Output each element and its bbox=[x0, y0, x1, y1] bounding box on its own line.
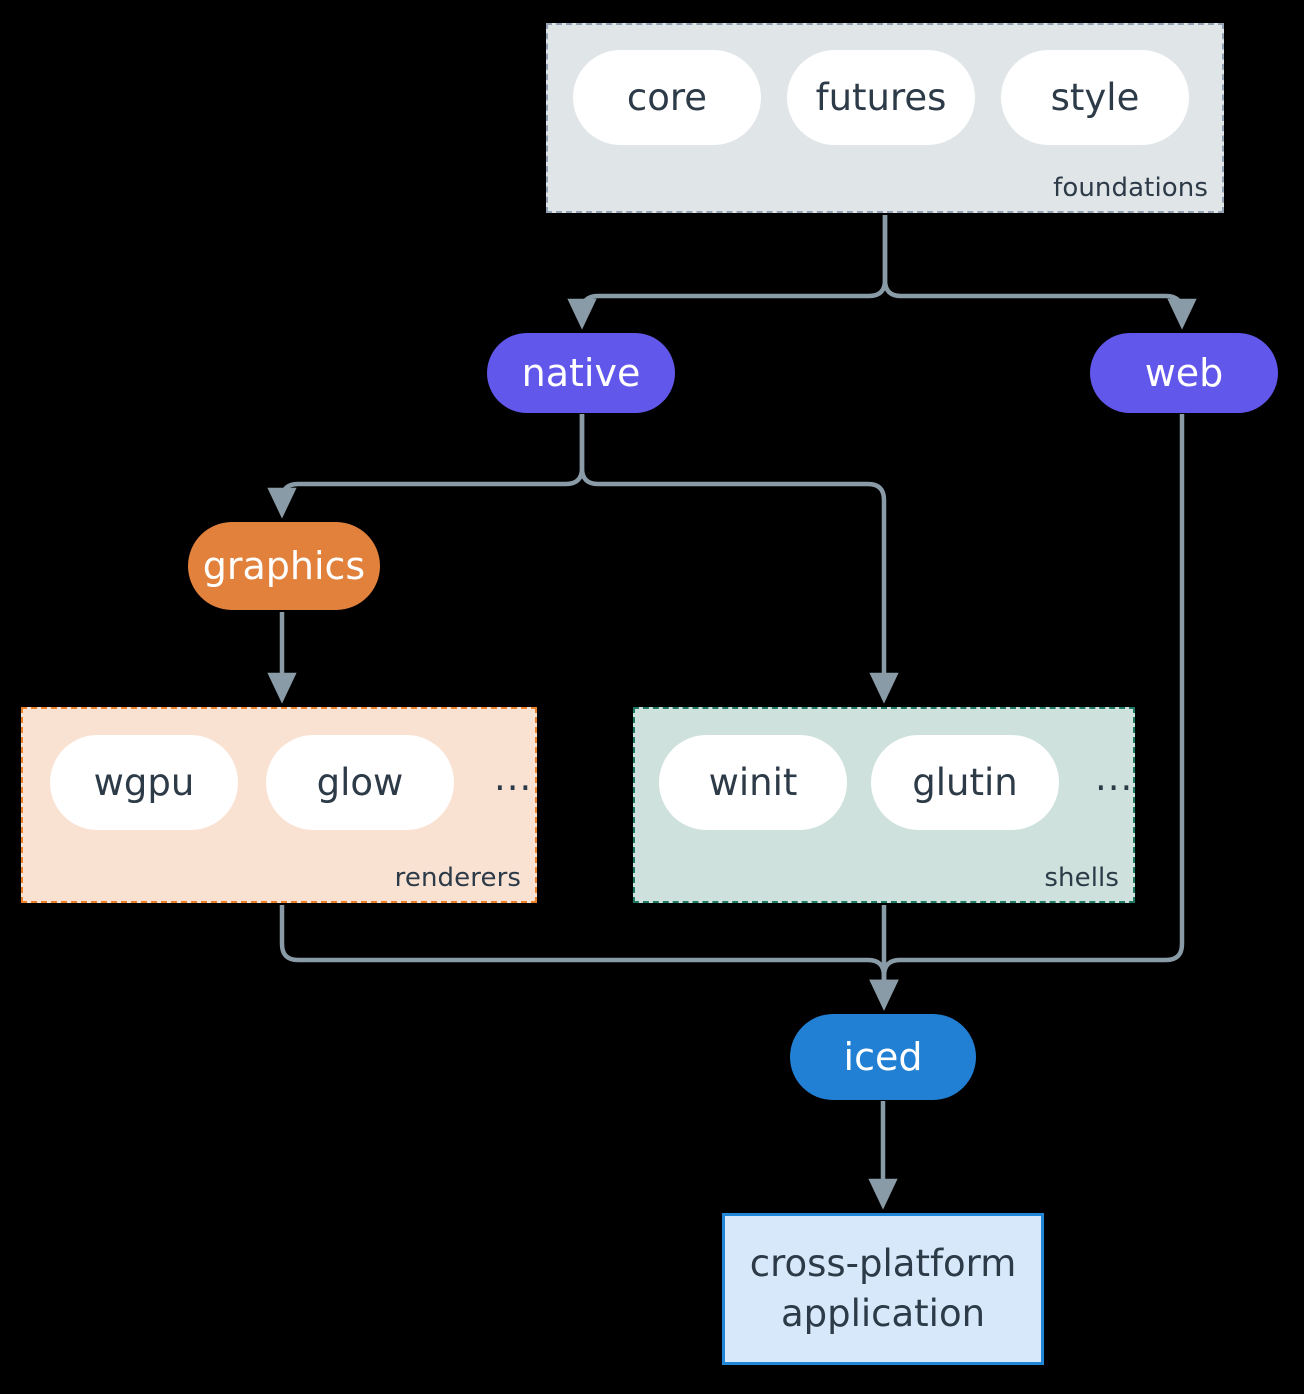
edge-native-graphics bbox=[267, 414, 585, 519]
shells-items: winit glutin ... bbox=[659, 735, 1133, 830]
pill-futures[interactable]: futures bbox=[787, 50, 975, 145]
renderers-items: wgpu glow ... bbox=[50, 735, 532, 830]
renderers-more-ellipsis: ... bbox=[494, 756, 533, 799]
group-label-shells: shells bbox=[1044, 863, 1119, 893]
edge-foundations-native bbox=[567, 215, 888, 330]
group-foundations: core futures style foundations bbox=[546, 23, 1224, 213]
pill-wgpu[interactable]: wgpu bbox=[50, 735, 238, 830]
edge-foundations-web bbox=[882, 215, 1197, 330]
application-line-2: application bbox=[780, 1292, 986, 1335]
shells-more-ellipsis: ... bbox=[1095, 756, 1134, 799]
group-label-renderers: renderers bbox=[394, 863, 521, 893]
node-cross-platform-application[interactable]: cross-platform application bbox=[722, 1213, 1044, 1365]
edge-renderers-iced bbox=[279, 905, 899, 1011]
foundations-items: core futures style bbox=[573, 50, 1189, 145]
node-native[interactable]: native bbox=[487, 333, 675, 413]
pill-style[interactable]: style bbox=[1001, 50, 1189, 145]
pill-glow[interactable]: glow bbox=[266, 735, 454, 830]
pill-winit[interactable]: winit bbox=[659, 735, 847, 830]
group-renderers: wgpu glow ... renderers bbox=[21, 707, 537, 903]
edge-native-shells bbox=[579, 414, 899, 704]
pill-core[interactable]: core bbox=[573, 50, 761, 145]
node-web[interactable]: web bbox=[1090, 333, 1278, 413]
node-graphics[interactable]: graphics bbox=[188, 522, 380, 610]
group-label-foundations: foundations bbox=[1053, 173, 1208, 203]
pill-glutin[interactable]: glutin bbox=[871, 735, 1059, 830]
group-shells: winit glutin ... shells bbox=[633, 707, 1135, 903]
node-iced[interactable]: iced bbox=[790, 1014, 976, 1100]
application-line-1: cross-platform bbox=[749, 1242, 1017, 1286]
